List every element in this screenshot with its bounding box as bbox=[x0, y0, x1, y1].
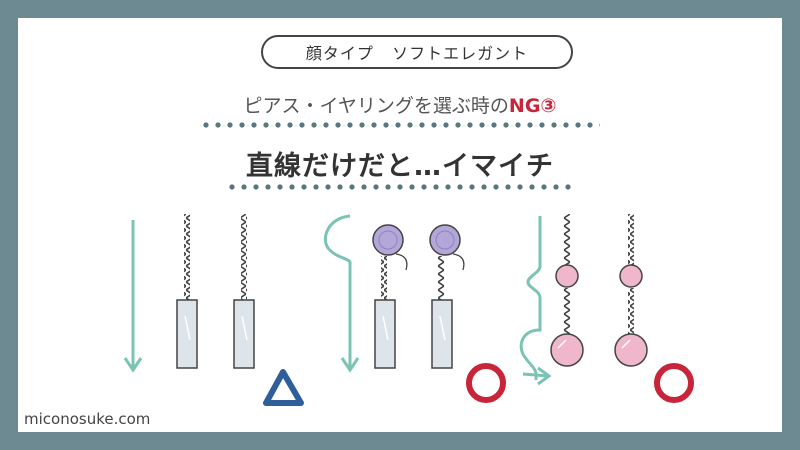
site-url[interactable]: miconosuke.com bbox=[24, 410, 151, 428]
subtitle-text: ピアス・イヤリングを選ぶ時の bbox=[243, 95, 509, 117]
face-type-badge: 顔タイプ ソフトエレガント bbox=[261, 35, 573, 69]
bead-earring-icon bbox=[614, 214, 648, 367]
subtitle-accent: NG③ bbox=[508, 95, 557, 117]
earring-illustrations bbox=[123, 214, 694, 406]
curve-straight-arrow-icon bbox=[323, 214, 360, 373]
bead-earring-icon bbox=[550, 214, 584, 367]
group-round-stud-bar bbox=[323, 214, 506, 403]
wavy-arrow-icon bbox=[519, 216, 552, 386]
dotted-divider-top bbox=[200, 122, 600, 128]
circle-mark-icon bbox=[466, 363, 506, 403]
group-pink-beads bbox=[519, 214, 694, 403]
straight-arrow-icon bbox=[123, 220, 143, 373]
main-heading: 直線だけだと…イマイチ bbox=[246, 151, 554, 182]
circle-mark-icon bbox=[654, 363, 694, 403]
badge-face-type-label: 顔タイプ bbox=[305, 44, 374, 63]
group-straight-bar bbox=[123, 214, 304, 406]
stud-bar-earring-icon bbox=[372, 224, 408, 369]
subtitle: ピアス・イヤリングを選ぶ時のNG③ bbox=[18, 91, 782, 118]
bar-earring-icon bbox=[233, 214, 255, 369]
badge-type-name: ソフトエレガント bbox=[392, 44, 529, 63]
bar-earring-icon bbox=[176, 214, 198, 369]
stud-bar-earring-icon bbox=[429, 224, 465, 369]
triangle-mark-icon bbox=[263, 369, 304, 406]
content-card: 顔タイプ ソフトエレガント ピアス・イヤリングを選ぶ時のNG③ 直線だけだと…イ… bbox=[18, 18, 782, 432]
dotted-divider-bottom bbox=[226, 184, 576, 190]
